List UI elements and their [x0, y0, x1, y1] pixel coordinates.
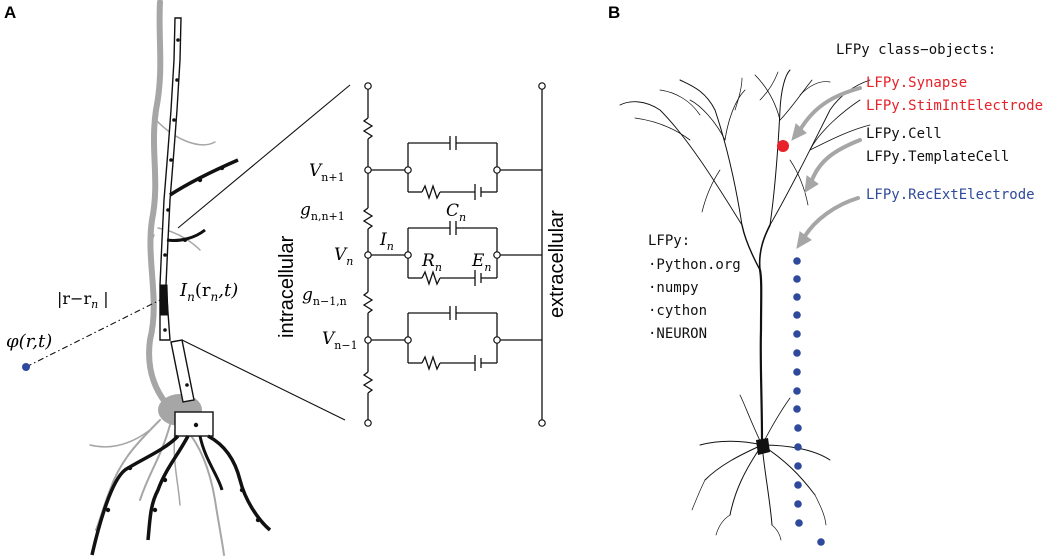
class-recextelectrode: LFPy.RecExtElectrode	[866, 187, 1035, 203]
electrode-contacts	[793, 257, 825, 546]
reversal-potential-label: En	[471, 251, 492, 274]
panel-a-label: A	[4, 3, 16, 22]
circuit-diagram	[362, 86, 543, 423]
distance-line	[25, 299, 161, 368]
class-objects-header: LFPy class−objects:	[836, 42, 996, 58]
dep-python: ·Python.org	[648, 257, 741, 273]
distance-label: |r−rn |	[57, 289, 109, 311]
class-cell: LFPy.Cell	[866, 126, 942, 142]
deps-title: LFPy:	[648, 233, 690, 249]
capacitance-label: Cn	[446, 201, 466, 224]
zoom-lines	[177, 84, 351, 421]
class-stimintelectrode: LFPy.StimIntElectrode	[866, 98, 1043, 114]
dep-numpy: ·numpy	[648, 280, 699, 296]
current-label: In(rn,t)	[179, 280, 238, 304]
extracellular-label: extracellular	[546, 210, 568, 318]
intracellular-label: intracellular	[276, 235, 298, 338]
g-top-label: gn,n+1	[300, 200, 345, 223]
resistance-label: Rn	[421, 251, 442, 274]
measurement-point	[22, 363, 30, 371]
gray-morphology	[89, 0, 225, 556]
i-mid-label: In	[379, 230, 394, 253]
v-top-label: Vn+1	[309, 161, 345, 184]
synapse-marker	[777, 140, 789, 152]
compartment-dots	[105, 38, 261, 523]
g-bot-label: gn−1,n	[302, 285, 347, 308]
dep-neuron: ·NEURON	[648, 326, 707, 342]
neuron-soma	[756, 438, 770, 455]
class-templatecell: LFPy.TemplateCell	[866, 149, 1009, 165]
circuit-nodes	[364, 82, 546, 427]
pyramidal-neuron	[619, 69, 871, 541]
v-bot-label: Vn−1	[322, 329, 358, 352]
dep-cython: ·cython	[648, 303, 707, 319]
pointer-arrows	[791, 86, 862, 249]
v-mid-label: Vn	[334, 245, 353, 268]
class-synapse: LFPy.Synapse	[866, 75, 967, 91]
panel-b-label: B	[608, 3, 620, 22]
potential-label: φ(r,t)	[6, 331, 52, 352]
